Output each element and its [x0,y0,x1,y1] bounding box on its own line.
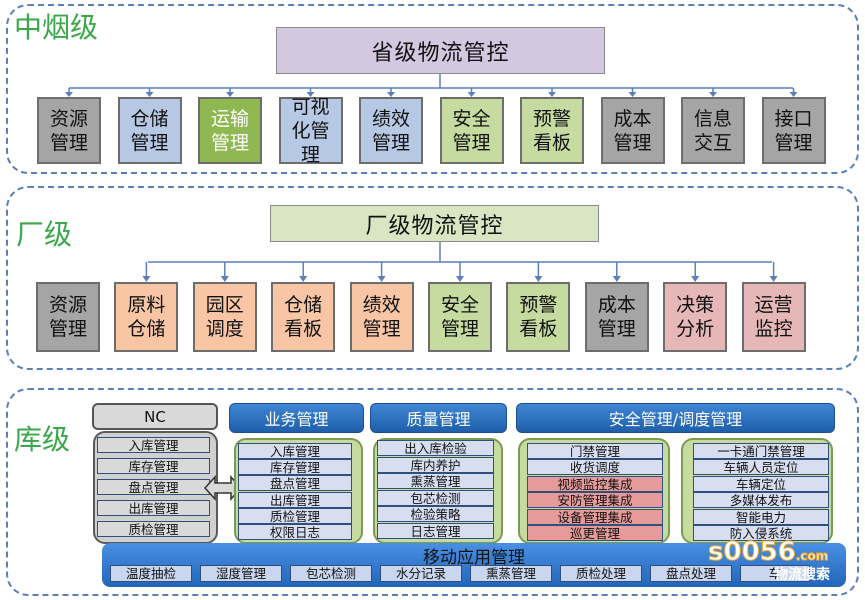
quality-item-0[interactable]: 出入库检验 [377,440,494,456]
safety-right-item-2[interactable]: 车辆定位 [693,475,829,492]
safety-left-item-5[interactable]: 巡更管理 [527,525,663,541]
business-header[interactable]: 业务管理 [229,403,364,433]
nc-item-2[interactable]: 盘点管理 [97,479,210,495]
factory-module-8[interactable]: 决策分析 [663,282,728,352]
factory-module-1[interactable]: 原料仓储 [114,282,179,352]
factory-module-3[interactable]: 仓储看板 [271,282,336,352]
provincial-module-2[interactable]: 运输管理 [198,97,262,164]
mobile-item-6[interactable]: 盘点处理 [650,565,732,582]
factory-title[interactable]: 厂级物流管控 [270,205,599,242]
safety-left-item-0[interactable]: 门禁管理 [527,443,663,459]
factory-module-6[interactable]: 预警看板 [506,282,571,352]
nc-header[interactable]: NC [92,403,218,430]
mobile-item-2[interactable]: 包芯检测 [290,565,372,582]
mobile-item-7[interactable]: 车 [740,565,810,582]
safety-right-item-4[interactable]: 智能电力 [693,508,829,525]
mobile-item-4[interactable]: 熏蒸管理 [470,565,552,582]
quality-item-2[interactable]: 熏蒸管理 [377,473,494,490]
business-item-0[interactable]: 入库管理 [238,443,352,459]
business-item-1[interactable]: 库存管理 [238,459,352,476]
watermark-brand: s0056.com [708,537,829,568]
business-item-2[interactable]: 盘点管理 [238,475,352,492]
nc-item-1[interactable]: 库存管理 [97,458,210,474]
safety-header[interactable]: 安全管理/调度管理 [516,403,835,433]
provincial-module-1[interactable]: 仓储管理 [117,97,182,164]
safety-left-item-2[interactable]: 视频监控集成 [527,475,663,492]
nc-item-3[interactable]: 出库管理 [97,500,210,516]
warehouse-tier-label: 库级 [14,423,71,456]
provincial-module-4[interactable]: 绩效管理 [359,97,423,164]
mobile-item-1[interactable]: 湿度管理 [200,565,282,582]
nc-item-0[interactable]: 入库管理 [97,437,210,453]
safety-right-item-5[interactable]: 防入侵系统 [693,525,829,541]
quality-item-1[interactable]: 库内养护 [377,456,494,473]
nc-item-4[interactable]: 质检管理 [97,521,210,537]
quality-header[interactable]: 质量管理 [370,403,507,433]
provincial-module-8[interactable]: 信息交互 [681,97,745,164]
business-item-3[interactable]: 出库管理 [238,491,352,508]
safety-left-item-4[interactable]: 设备管理集成 [527,508,663,525]
safety-left-item-3[interactable]: 安防管理集成 [527,492,663,509]
factory-module-0[interactable]: 资源管理 [36,282,100,352]
provincial-module-9[interactable]: 接口管理 [761,97,826,164]
factory-module-2[interactable]: 园区调度 [192,282,257,352]
factory-tier-label: 厂级 [16,218,73,251]
provincial-module-5[interactable]: 安全管理 [439,97,504,164]
quality-item-3[interactable]: 包芯检测 [377,489,494,506]
quality-item-4[interactable]: 检验策略 [377,506,494,523]
mobile-item-0[interactable]: 温度抽检 [110,565,192,582]
factory-module-9[interactable]: 运营监控 [741,282,806,352]
mobile-item-5[interactable]: 质检处理 [560,565,642,582]
provincial-module-3[interactable]: 可视化管理 [278,96,343,166]
safety-left-item-1[interactable]: 收货调度 [527,459,663,476]
safety-right-item-1[interactable]: 车辆人员定位 [693,459,829,476]
provincial-title[interactable]: 省级物流管控 [276,27,605,74]
mobile-title[interactable]: 移动应用管理 [423,548,525,568]
provincial-module-7[interactable]: 成本管理 [600,97,665,164]
watermark-cn: 物流搜索 [774,567,830,583]
factory-module-5[interactable]: 安全管理 [428,282,492,352]
business-item-5[interactable]: 权限日志 [238,524,352,540]
watermark: s0056.com 物流搜索 [708,537,858,597]
business-item-4[interactable]: 质检管理 [238,507,352,524]
mobile-item-3[interactable]: 水分记录 [380,565,462,582]
provincial-tier-label: 中烟级 [14,11,99,44]
safety-right-item-0[interactable]: 一卡通门禁管理 [693,443,829,459]
provincial-module-6[interactable]: 预警看板 [520,97,584,164]
factory-module-4[interactable]: 绩效管理 [349,282,414,352]
quality-item-5[interactable]: 日志管理 [377,523,494,539]
factory-module-7[interactable]: 成本管理 [584,282,649,352]
safety-right-item-3[interactable]: 多媒体发布 [693,492,829,509]
provincial-module-0[interactable]: 资源管理 [37,97,101,164]
